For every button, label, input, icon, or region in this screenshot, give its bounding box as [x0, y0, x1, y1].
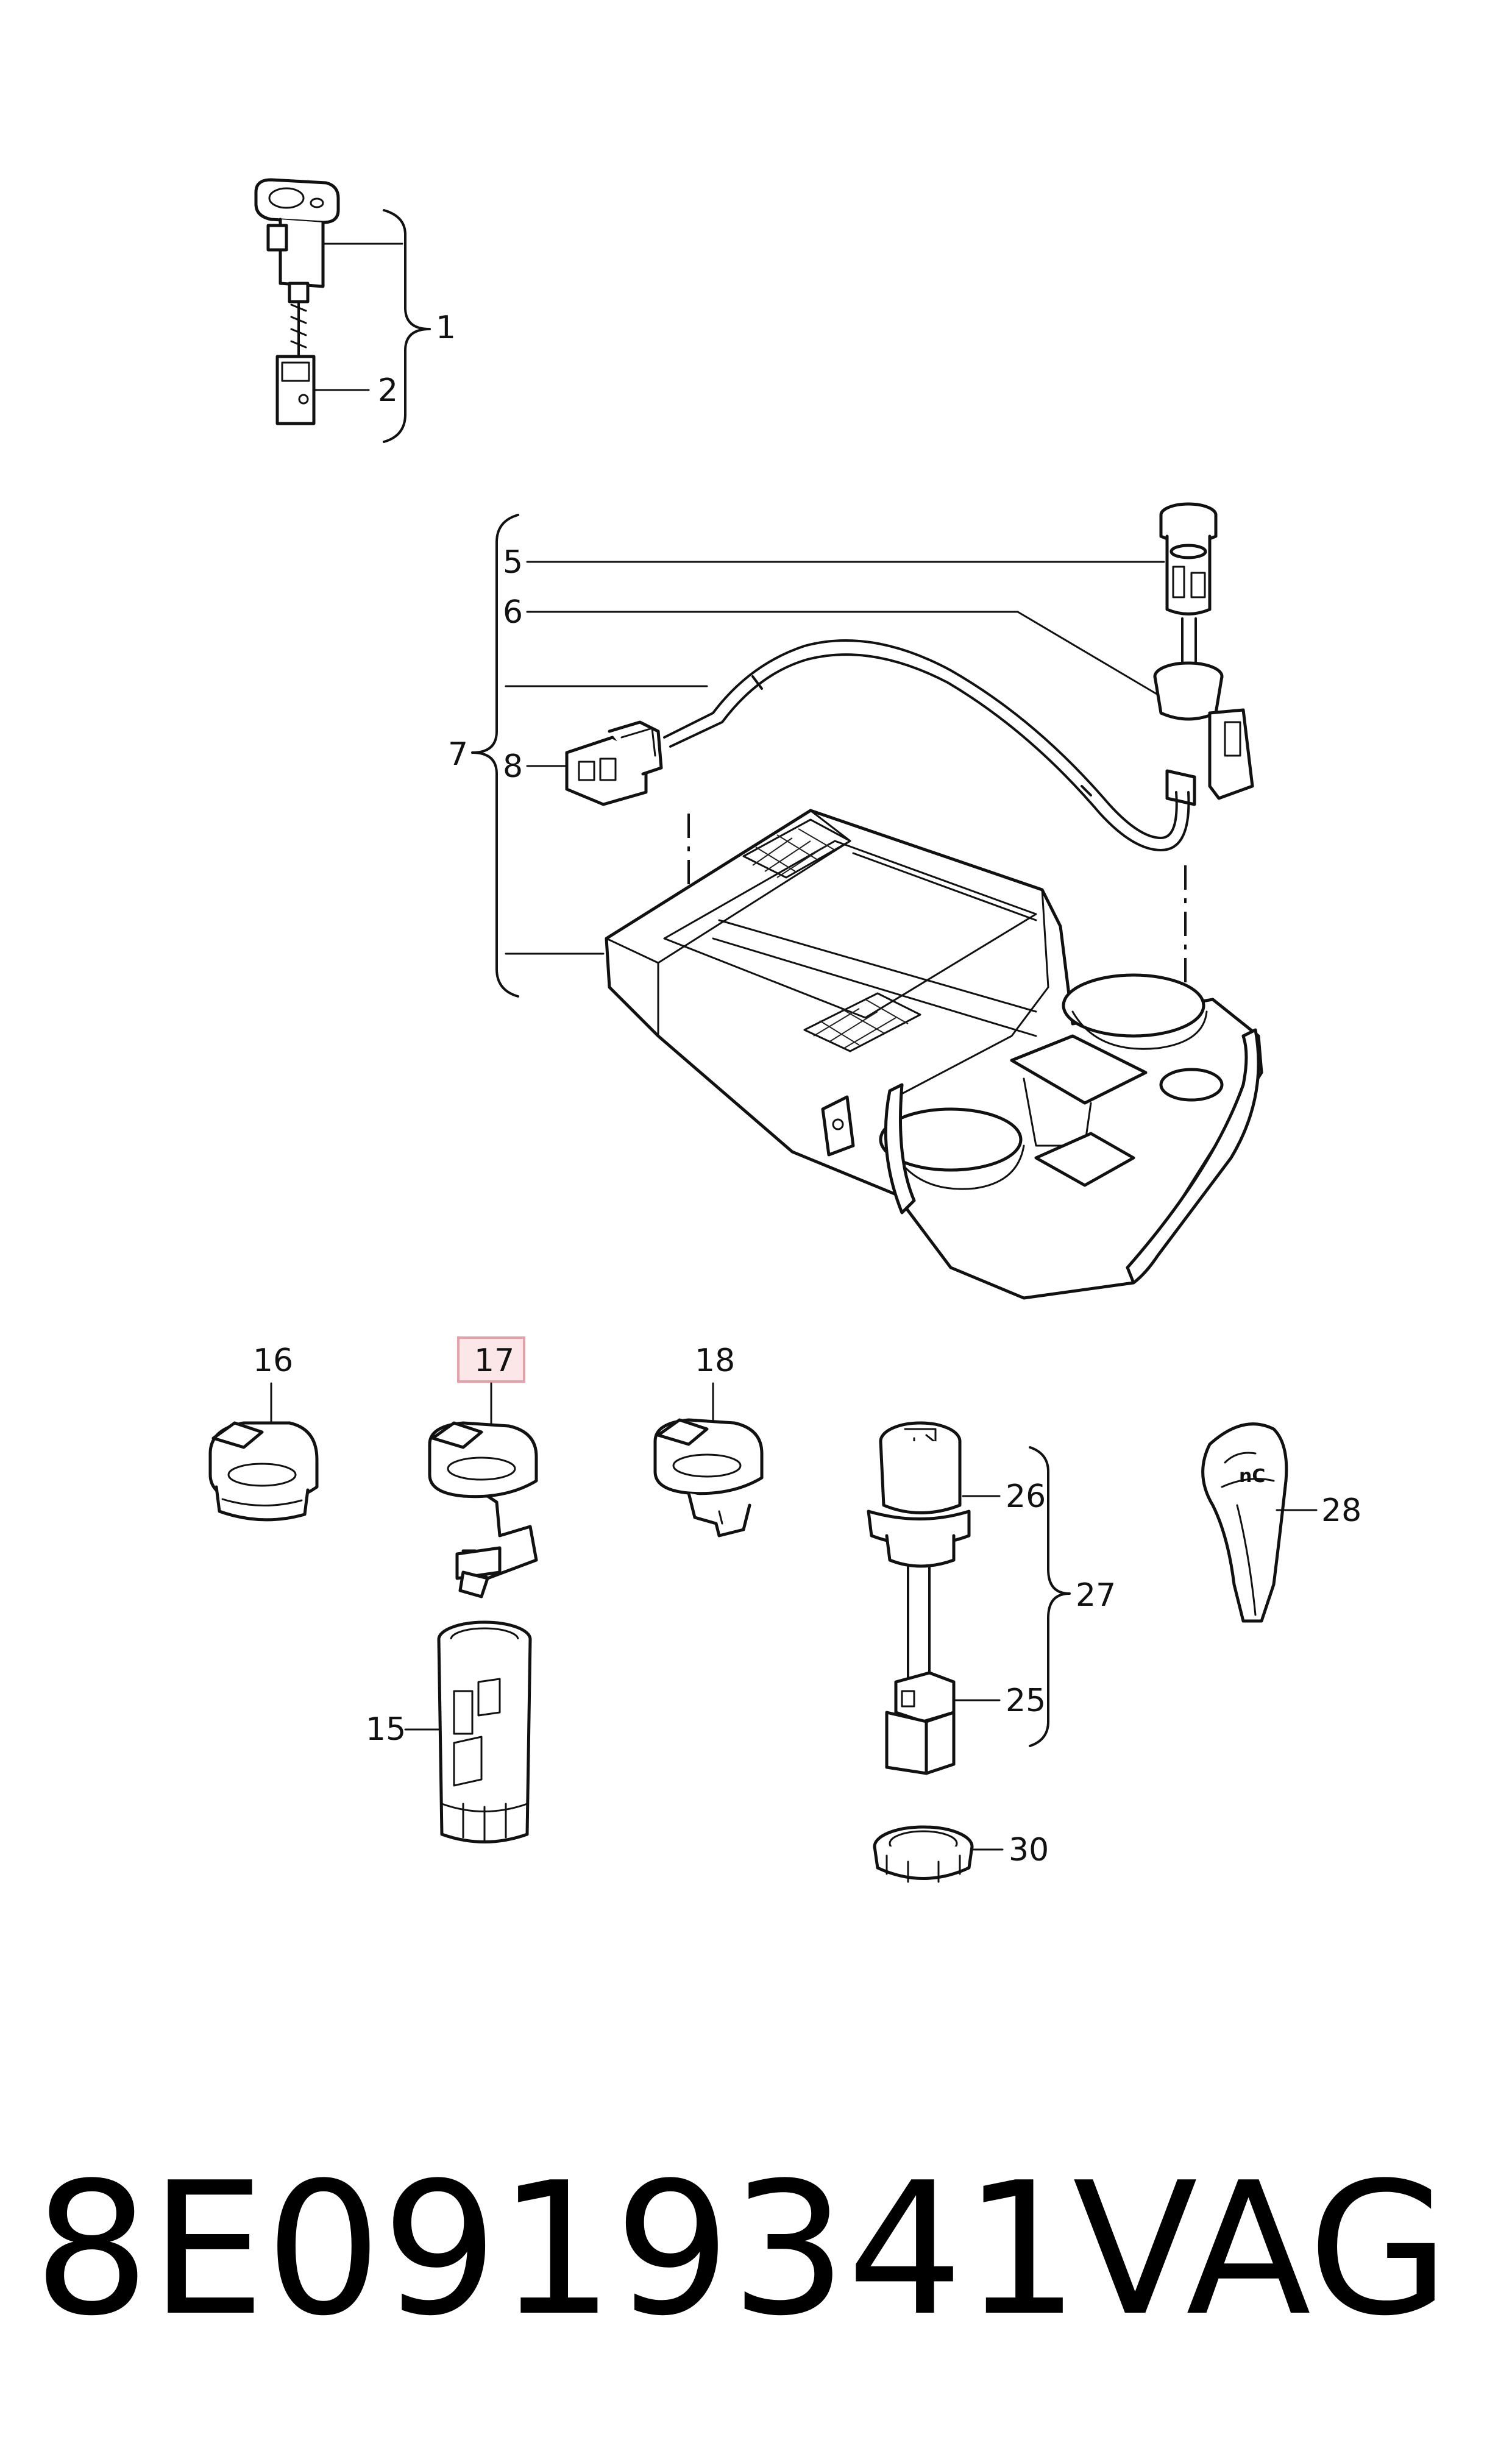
part-17-cap-with-clip[interactable]: [428, 1421, 538, 1598]
callout-18[interactable]: 18: [695, 1343, 735, 1379]
leader-6: [526, 611, 1159, 696]
bracket-27: [1029, 1446, 1071, 1747]
callout-2[interactable]: 2: [378, 372, 398, 409]
callout-15[interactable]: 15: [366, 1711, 406, 1748]
knob-glyph-icon: nC: [1239, 1466, 1265, 1487]
callout-1[interactable]: 1: [436, 310, 456, 346]
part-1-socket-assembly[interactable]: [254, 178, 340, 425]
callout-27[interactable]: 27: [1076, 1577, 1116, 1614]
part-26-socket-with-lead[interactable]: [867, 1421, 971, 1701]
part-number-caption: 8E0919341: [34, 2143, 1080, 2356]
part-16-cap[interactable]: [208, 1421, 319, 1522]
part-5-socket[interactable]: [1159, 502, 1218, 615]
callout-26[interactable]: 26: [1006, 1478, 1046, 1515]
brand-caption: VAG: [1073, 2143, 1449, 2356]
part-25-connector[interactable]: [885, 1671, 956, 1775]
callout-17[interactable]: 17: [474, 1343, 514, 1379]
cable-harness: [663, 639, 1190, 851]
part-6-holder[interactable]: [1153, 617, 1254, 806]
part-30-ring-nut[interactable]: [873, 1825, 974, 1883]
callout-6[interactable]: 6: [503, 594, 523, 631]
callout-30[interactable]: 30: [1009, 1832, 1049, 1868]
callout-8[interactable]: 8: [503, 748, 523, 785]
callout-7[interactable]: 7: [448, 736, 468, 773]
cup-holder-tray[interactable]: [605, 809, 1263, 1300]
callout-5[interactable]: 5: [503, 544, 523, 581]
callout-16[interactable]: 16: [253, 1343, 293, 1379]
bracket-1: [383, 209, 431, 443]
callout-17-highlight: [457, 1336, 525, 1383]
callout-25[interactable]: 25: [1006, 1683, 1046, 1719]
callout-28[interactable]: 28: [1321, 1492, 1361, 1529]
part-18-cap-with-bracket[interactable]: [653, 1418, 764, 1538]
part-28-lighter-knob[interactable]: nC: [1201, 1422, 1288, 1623]
part-8-connector[interactable]: [565, 720, 663, 806]
bracket-7: [471, 514, 519, 998]
part-15-socket[interactable]: [437, 1620, 532, 1843]
